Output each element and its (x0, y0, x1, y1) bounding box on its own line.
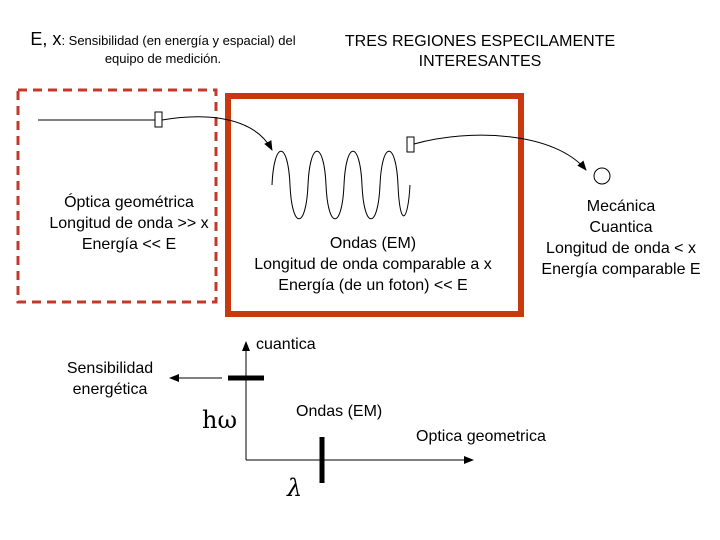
geometric-zone-label: Optica geometrica (416, 428, 546, 446)
waves-text: Ondas (EM) Longitud de onda comparable a… (228, 233, 518, 296)
quantum-line-2: Cuantica (522, 217, 720, 238)
em-wave (272, 151, 410, 219)
waves-line-1: Ondas (EM) (228, 233, 518, 254)
particle-marker-1 (155, 112, 162, 127)
quantum-line-1: Mecánica (522, 196, 720, 217)
wavelength-axis-symbol: λ (287, 474, 302, 502)
geometric-line-1: Óptica geométrica (14, 192, 244, 213)
geometric-line-3: Energía << E (14, 234, 244, 255)
particle-marker-2 (407, 137, 414, 152)
quantum-line-4: Energía comparable E (522, 259, 720, 280)
energy-sensitivity-line-1: Sensibilidad (50, 358, 170, 379)
quantum-zone-label: cuantica (256, 336, 316, 354)
transition-arrow-2 (414, 135, 586, 170)
geometric-line-2: Longitud de onda >> x (14, 213, 244, 234)
wave-zone-label: Ondas (EM) (296, 403, 382, 421)
energy-sensitivity-label: Sensibilidad energética (50, 358, 170, 400)
quantum-line-3: Longitud de onda < x (522, 238, 720, 259)
energy-sensitivity-line-2: energética (50, 379, 170, 400)
quantum-mechanics-text: Mecánica Cuantica Longitud de onda < x E… (522, 196, 720, 280)
geometric-optics-text: Óptica geométrica Longitud de onda >> x … (14, 192, 244, 255)
waves-line-2: Longitud de onda comparable a x (228, 254, 518, 275)
energy-axis-symbol: hω (202, 406, 237, 434)
quantum-particle (594, 168, 610, 184)
waves-line-3: Energía (de un foton) << E (228, 275, 518, 296)
